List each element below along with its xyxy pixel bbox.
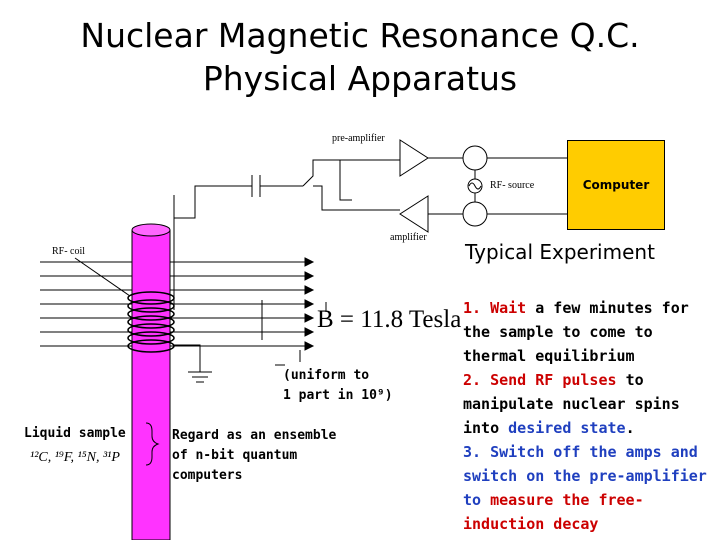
title-line-1: Nuclear Magnetic Resonance Q.C. [80,16,640,55]
uniformity-line-2: 1 part in 10⁹) [283,388,393,403]
rf-source-label: RF- source [490,180,535,191]
step-3-measure: measure the free-induction decay [463,491,644,533]
step-2-number: 2. [463,371,482,389]
step-2: 2. Send RF pulses to manipulate nuclear … [463,368,718,440]
rf-coil-label: RF- coil [52,246,86,257]
liquid-sample-label: Liquid sample [24,426,126,441]
amplifier-label: amplifier [390,232,427,243]
computer-box: Computer [567,140,665,230]
ensemble-line-2: of n-bit quantum [172,448,298,463]
uniformity-line-1: (uniform to [283,368,370,383]
ensemble-note: Regard as an ensemble of n-bit quantum c… [172,426,336,486]
step-3-number: 3. [463,443,482,461]
pre-amplifier-label: pre-amplifier [332,133,385,144]
experiment-steps: 1. Wait a few minutes for the sample to … [463,296,718,536]
step-2-end: . [625,419,635,437]
rf-coil [127,291,175,353]
step-3-text: Switch off the amps and switch on the pr… [463,443,707,509]
ensemble-line-1: Regard as an ensemble [172,428,337,443]
step-3: 3. Switch off the amps and switch on the… [463,440,718,536]
rf-source-icon [468,182,482,190]
step-1-action: Wait [490,299,527,317]
page-title: Nuclear Magnetic Resonance Q.C. Physical… [0,14,720,100]
step-1-text: a few minutes for the sample to come to … [463,299,689,365]
sample-brace [145,422,160,466]
step-1-number: 1. [463,299,482,317]
computer-label: Computer [582,178,650,192]
step-2-target: desired state [508,419,626,437]
title-line-2: Physical Apparatus [202,59,518,98]
ensemble-line-3: computers [172,468,243,483]
sample-tube [131,223,171,540]
step-2-action: Send RF pulses [490,371,617,389]
uniformity-note: (uniform to 1 part in 10⁹) [283,366,393,406]
step-2-text: to manipulate nuclear spins into [463,371,680,437]
field-equation: B = 11.8 Tesla [317,306,462,333]
isotopes-label: ¹²C, ¹⁹F, ¹⁵N, ³¹P [30,450,120,465]
step-1: 1. Wait a few minutes for the sample to … [463,296,718,368]
typical-experiment-heading: Typical Experiment [465,240,655,264]
magnetic-field-lines [40,257,315,351]
